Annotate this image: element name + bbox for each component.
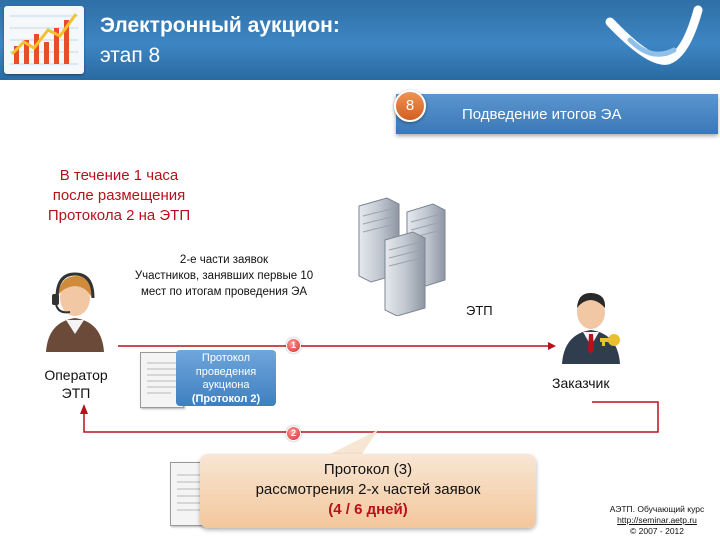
- protocol-3-deadline: (4 / 6 дней): [200, 500, 536, 520]
- footer-course: АЭТП. Обучающий курс: [596, 504, 718, 515]
- protocol-2-line: аукциона: [176, 379, 276, 393]
- footer-url-link[interactable]: http://seminar.aetp.ru: [596, 515, 718, 526]
- footer: АЭТП. Обучающий курс http://seminar.aetp…: [596, 504, 718, 537]
- protocol-3-callout: Протокол (3) рассмотрения 2-х частей зая…: [200, 454, 536, 528]
- protocol-2-line: проведения: [176, 366, 276, 380]
- protocol-3-title: Протокол (3): [200, 460, 536, 480]
- protocol-2-number: (Протокол 2): [176, 393, 276, 407]
- step-2-badge: 2: [286, 426, 301, 441]
- step-1-badge: 1: [286, 338, 301, 353]
- protocol-2-callout: Протокол проведения аукциона (Протокол 2…: [176, 350, 276, 406]
- protocol-2-line: Протокол: [176, 352, 276, 366]
- footer-copyright: © 2007 - 2012: [596, 526, 718, 537]
- protocol-3-subtitle: рассмотрения 2-х частей заявок: [200, 480, 536, 500]
